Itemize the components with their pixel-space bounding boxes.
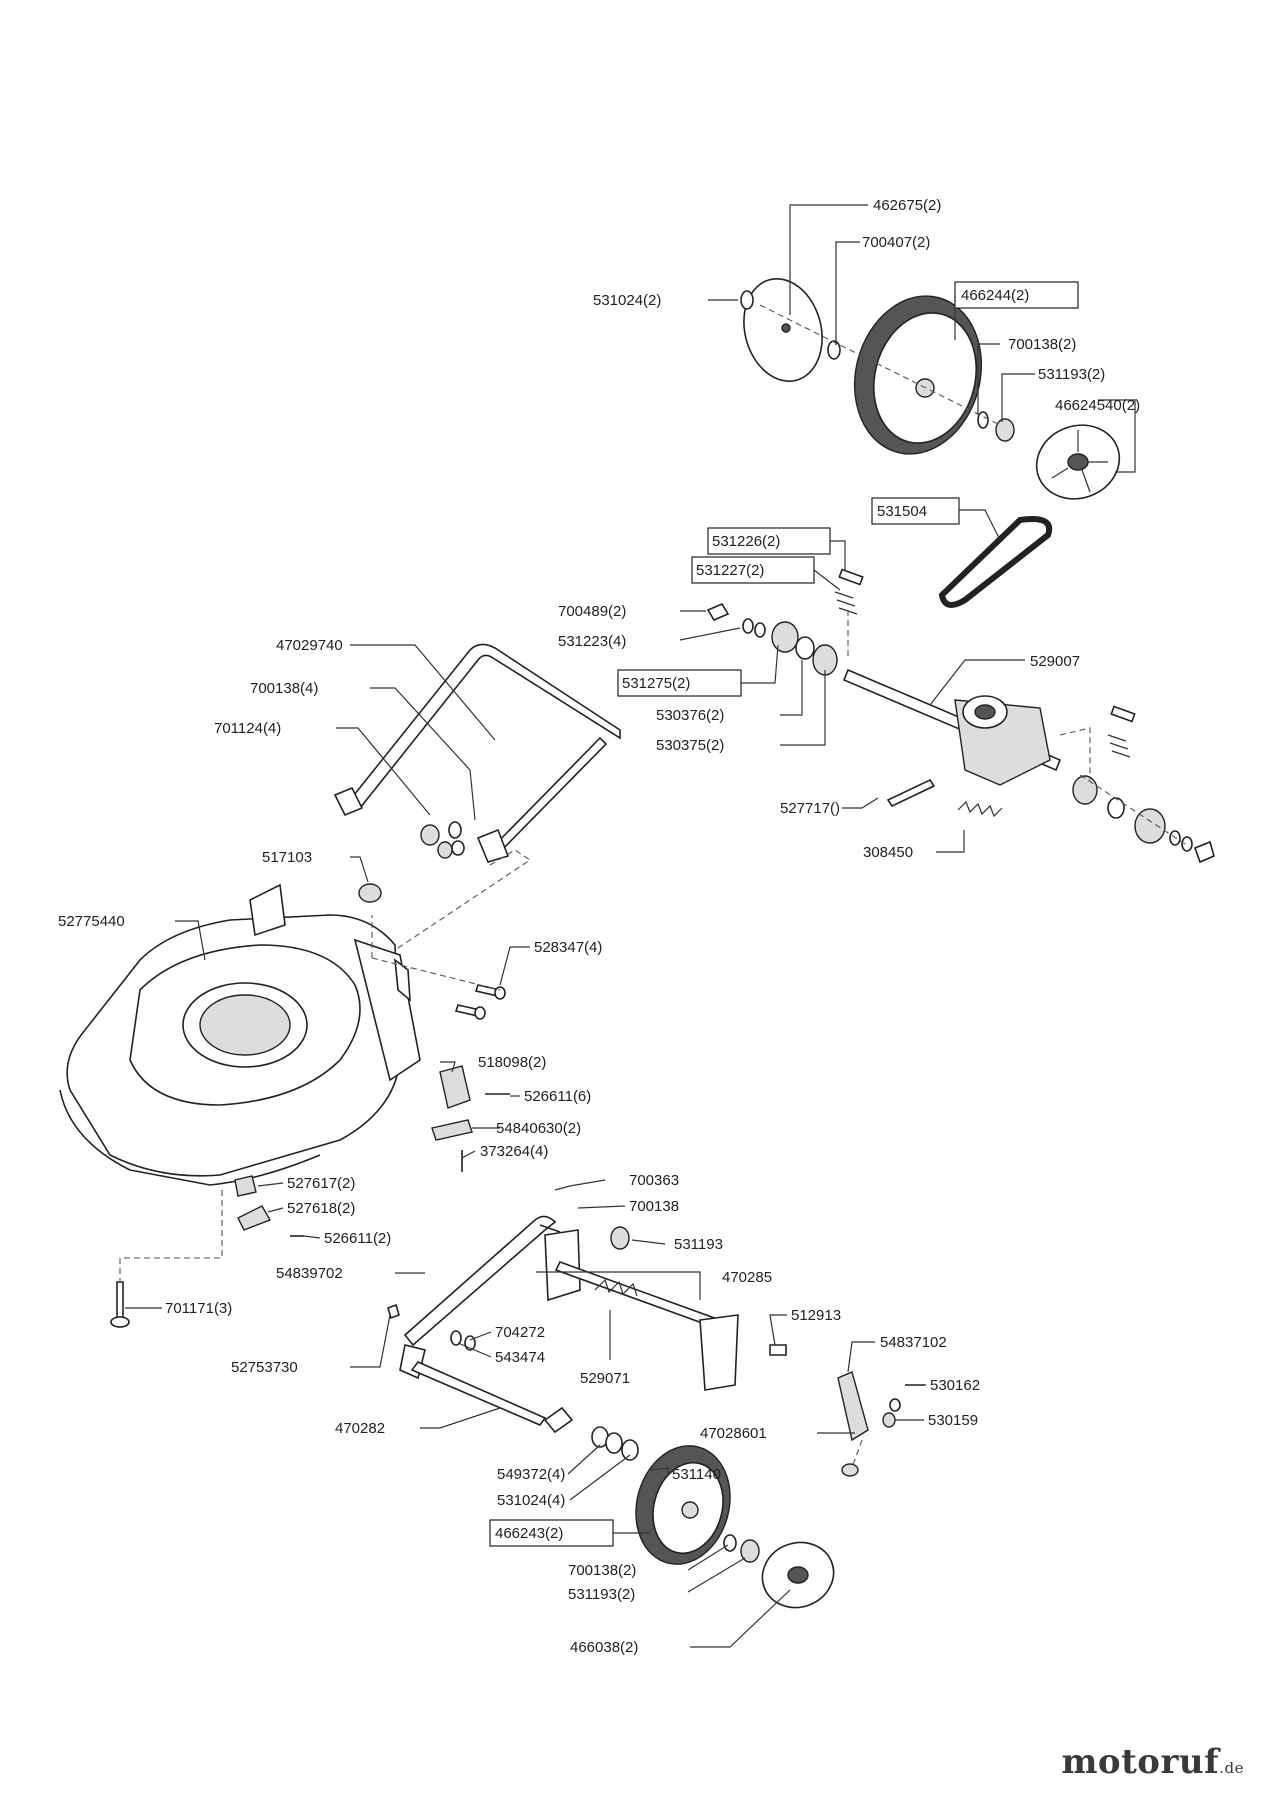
label-700138-rear: 700138(2) <box>1008 336 1076 353</box>
front-axle-assembly <box>387 1215 925 1477</box>
label-54839702: 54839702 <box>276 1265 343 1282</box>
part-labels: 462675(2) 700407(2) 531024(2) 466244(2) … <box>58 197 1140 1656</box>
label-700138-wheel: 700138(2) <box>568 1562 636 1579</box>
label-518098: 518098(2) <box>478 1054 546 1071</box>
label-52753730: 52753730 <box>231 1359 298 1376</box>
watermark-tld: .de <box>1219 1759 1244 1777</box>
label-529071: 529071 <box>580 1370 630 1387</box>
label-47028601: 47028601 <box>700 1425 767 1442</box>
label-531024-rear: 531024(2) <box>593 292 661 309</box>
label-470285: 470285 <box>722 1269 772 1286</box>
label-531193-wheel: 531193(2) <box>568 1586 635 1603</box>
label-527618: 527618(2) <box>287 1200 355 1217</box>
label-308450: 308450 <box>863 844 913 861</box>
label-701171: 701171(3) <box>165 1300 232 1317</box>
label-700138-front: 700138 <box>629 1198 679 1215</box>
leader-lines <box>125 204 1136 1648</box>
label-531193-front: 531193 <box>674 1236 723 1253</box>
label-512913: 512913 <box>791 1307 841 1324</box>
label-531193-rear: 531193(2) <box>1038 366 1105 383</box>
label-527717: 527717() <box>780 800 840 817</box>
label-530375: 530375(2) <box>656 737 724 754</box>
label-700363: 700363 <box>629 1172 679 1189</box>
label-531275: 531275(2) <box>622 675 690 692</box>
mower-deck <box>59 883 506 1186</box>
label-box-466243 <box>489 1519 614 1547</box>
drive-axle-assembly <box>706 568 1215 864</box>
label-530159: 530159 <box>928 1412 978 1429</box>
label-531024-front: 531024(4) <box>497 1492 565 1509</box>
label-462675: 462675(2) <box>873 197 941 214</box>
label-box-531227 <box>691 556 815 584</box>
label-531227: 531227(2) <box>696 562 764 579</box>
label-700138-handle: 700138(4) <box>250 680 318 697</box>
label-531140: 531140 <box>672 1466 721 1483</box>
label-47029740: 47029740 <box>276 637 343 654</box>
label-373264: 373264(4) <box>480 1143 548 1160</box>
label-531223: 531223(4) <box>558 633 626 650</box>
label-54837102: 54837102 <box>880 1334 947 1351</box>
label-526611-6: 526611(6) <box>524 1088 591 1105</box>
label-box-466244 <box>954 281 1079 309</box>
label-701124: 701124(4) <box>214 720 281 737</box>
label-528347: 528347(4) <box>534 939 602 956</box>
label-530162: 530162 <box>930 1377 980 1394</box>
label-531226: 531226(2) <box>712 533 780 550</box>
handle-assembly <box>333 643 621 961</box>
label-700407: 700407(2) <box>862 234 930 251</box>
label-466038: 466038(2) <box>570 1639 638 1656</box>
label-470282: 470282 <box>335 1420 385 1437</box>
hinge-parts <box>110 1065 510 1328</box>
label-box-531275 <box>617 669 742 697</box>
label-543474: 543474 <box>495 1349 545 1366</box>
label-52775440: 52775440 <box>58 913 125 930</box>
label-530376: 530376(2) <box>656 707 724 724</box>
label-549372: 549372(4) <box>497 1466 565 1483</box>
label-526611-2: 526611(2) <box>324 1230 391 1247</box>
label-box-531504 <box>871 497 960 525</box>
label-529007: 529007 <box>1030 653 1080 670</box>
front-wheel-assembly <box>635 1445 835 1609</box>
motoruf-logo: motoruf.de <box>1061 1742 1244 1782</box>
label-700489: 700489(2) <box>558 603 626 620</box>
label-527617: 527617(2) <box>287 1175 355 1192</box>
rear-wheel-assembly <box>740 278 1121 500</box>
label-531504: 531504 <box>877 503 927 520</box>
label-466243: 466243(2) <box>495 1525 563 1542</box>
label-54840630: 54840630(2) <box>496 1120 581 1137</box>
label-46624540: 46624540(2) <box>1055 397 1140 414</box>
label-517103: 517103 <box>262 849 312 866</box>
watermark-name: motoruf <box>1061 1742 1220 1782</box>
label-466244: 466244(2) <box>961 287 1029 304</box>
label-704272: 704272 <box>495 1324 545 1341</box>
v-belt <box>938 516 1053 608</box>
